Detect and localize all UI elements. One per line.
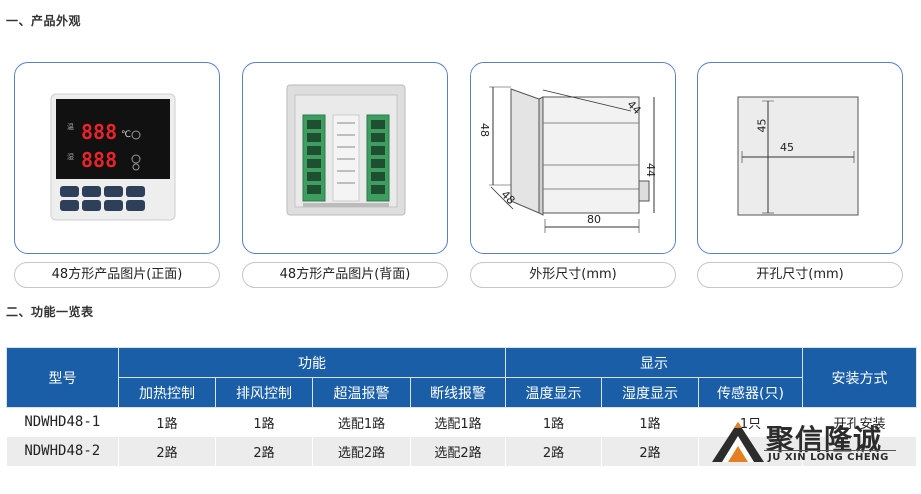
logo-mountain-icon [712, 422, 764, 462]
controller-back-illustration [286, 84, 406, 216]
cutout-drawing: 45 45 [697, 62, 903, 254]
header-heating: 加热控制 [118, 377, 216, 408]
header-temp-display: 温度显示 [505, 377, 602, 408]
logo-divider [764, 450, 896, 451]
svg-text:888: 888 [81, 120, 117, 144]
controller-front-illustration: 温 湿 888 888 ℃ [50, 93, 176, 221]
dim-side-height: 44 [644, 163, 657, 177]
cell-sensor-count: 1只 [698, 407, 804, 437]
cell-model: NDWHD48-1 [6, 407, 119, 437]
cell-overtemp-alarm: 选配2路 [312, 436, 411, 466]
table-row: NDWHD48-1 1路 1路 选配1路 选配1路 1路 1路 1只 开孔安装 [6, 407, 918, 437]
header-function: 功能 [118, 347, 506, 378]
function-table: 型号 功能 显示 安装方式 加热控制 排风控制 超温报警 断线报警 温度显示 湿… [6, 347, 918, 466]
cell-ventilation: 1路 [215, 407, 313, 437]
header-ventilation: 排风控制 [215, 377, 313, 408]
svg-text:℃: ℃ [121, 130, 131, 140]
cell-install [802, 436, 918, 466]
caption-back: 48方形产品图片(背面) [242, 262, 448, 288]
header-overtemp-alarm: 超温报警 [312, 377, 411, 408]
logo-en-text: JU XIN LONG CHENG [768, 452, 889, 463]
cell-heating: 1路 [118, 407, 216, 437]
dim-bottom-width: 80 [587, 213, 601, 226]
cell-temp-display: 1路 [505, 407, 602, 437]
cell-install: 开孔安装 [802, 407, 918, 437]
cell-breakline-alarm: 选配1路 [410, 407, 506, 437]
caption-cutout: 开孔尺寸(mm) [697, 262, 903, 288]
cell-overtemp-alarm: 选配1路 [312, 407, 411, 437]
cell-ventilation: 2路 [215, 436, 313, 466]
caption-front: 48方形产品图片(正面) [14, 262, 220, 288]
brand-logo: 聚信隆诚 JU XIN LONG CHENG [708, 416, 908, 468]
caption-dimensions: 外形尺寸(mm) [470, 262, 676, 288]
cell-temp-display: 2路 [505, 436, 602, 466]
table-row: NDWHD48-2 2路 2路 选配2路 选配2路 2路 2路 [6, 436, 918, 466]
header-sensor-count: 传感器(只) [697, 377, 804, 408]
svg-text:湿: 湿 [67, 152, 74, 161]
cutout-width: 45 [780, 141, 794, 154]
dimension-drawing-svg [471, 63, 675, 253]
svg-text:温: 温 [67, 122, 74, 131]
header-display: 显示 [504, 347, 804, 378]
section-title-appearance: 一、产品外观 [6, 14, 82, 28]
svg-text:888: 888 [81, 148, 117, 172]
cell-heating: 2路 [118, 436, 216, 466]
cell-humidity-display: 2路 [601, 436, 699, 466]
dim-front-height: 48 [478, 123, 491, 137]
dimension-drawing: 48 44 44 48 80 [470, 62, 676, 254]
cell-breakline-alarm: 选配2路 [410, 436, 506, 466]
cutout-height: 45 [755, 118, 769, 133]
header-install: 安装方式 [802, 347, 918, 408]
header-model: 型号 [6, 347, 119, 408]
product-image-front: 温 湿 888 888 ℃ [14, 62, 220, 254]
cell-model: NDWHD48-2 [6, 436, 119, 466]
product-image-back [242, 62, 448, 254]
header-humidity-display: 湿度显示 [601, 377, 699, 408]
section-title-functions: 二、功能一览表 [6, 305, 94, 319]
header-breakline-alarm: 断线报警 [410, 377, 506, 408]
cutout-drawing-svg [737, 96, 859, 216]
cell-humidity-display: 1路 [601, 407, 699, 437]
